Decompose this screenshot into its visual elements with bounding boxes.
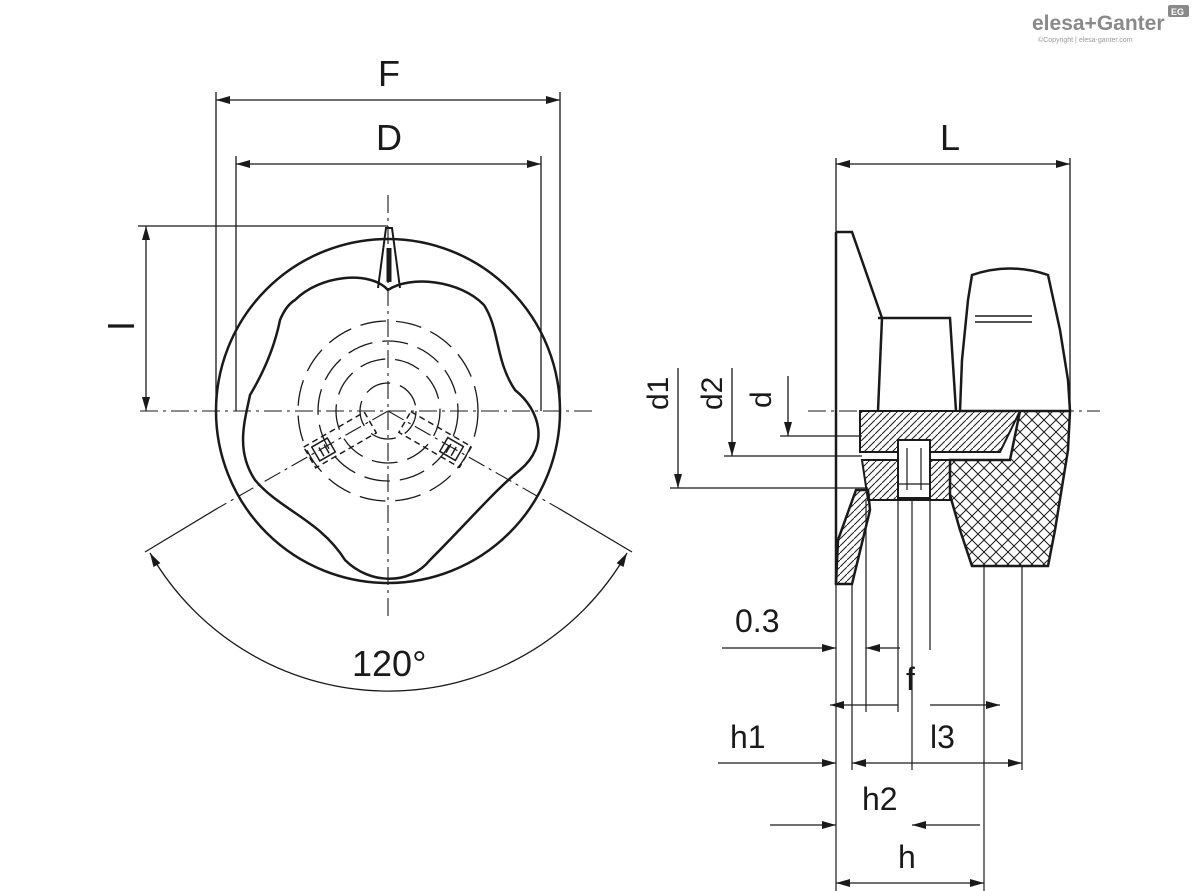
pointer-mark [377,227,401,289]
label-h: h [898,839,916,875]
dim-L [835,158,1071,411]
set-screw-left [302,411,378,469]
logo-copyright: ©Copyright | elesa-ganter.com [1038,36,1133,44]
side-set-screw [897,439,931,499]
flange-outline [836,230,884,412]
knob-section-hatch [948,409,1072,568]
logo-badge-icon [1168,5,1189,17]
label-angle: 120° [352,643,426,684]
dim-d-set [670,368,868,489]
knob-upper-outline [958,267,1072,412]
logo-text: elesa+Ganter [1032,12,1165,35]
extension-lines [835,500,1023,891]
side-view [670,158,1100,891]
hub-section-hatch [859,410,1022,453]
logo-badge: EG [1171,7,1184,17]
label-D: D [376,117,402,158]
hub-outline [878,316,958,412]
dim-angle [144,507,633,692]
label-l3: l3 [930,719,955,755]
label-d: d [745,391,778,408]
front-centerlines [140,195,595,620]
label-l: l [101,322,142,330]
brand-logo: elesa+Ganter EG ©Copyright | elesa-gante… [1032,5,1189,44]
flange-section-hatch [834,488,872,586]
dim-F [215,92,561,411]
label-h1: h1 [730,719,766,755]
label-gap: 0.3 [735,603,779,639]
label-h2: h2 [862,781,898,817]
label-F: F [378,53,400,94]
label-d1: d1 [642,377,675,410]
label-L: L [940,117,960,158]
set-screw-right [397,410,473,469]
dim-D [235,156,542,411]
dim-l [138,225,388,411]
label-f: f [906,661,915,697]
lobed-knob-outline [241,276,540,580]
front-view [138,92,633,692]
label-d2: d2 [696,377,729,410]
